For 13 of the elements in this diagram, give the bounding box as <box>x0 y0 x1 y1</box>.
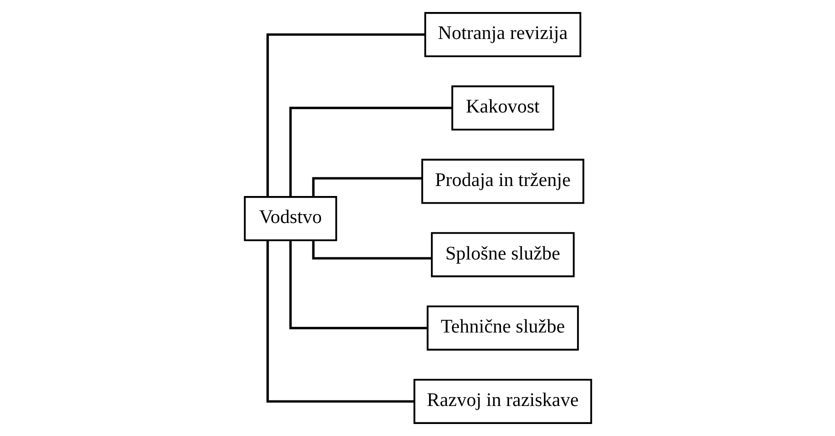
connector <box>312 177 422 197</box>
node-box: Splošne službe <box>430 232 574 278</box>
connector <box>266 240 414 403</box>
node-box: Razvoj in raziskave <box>412 378 592 424</box>
connector <box>312 240 432 260</box>
connector <box>288 240 427 330</box>
connector <box>266 33 425 197</box>
node-box: Prodaja in trženje <box>420 158 584 204</box>
node-box: Notranja revizija <box>424 12 581 58</box>
node-box: Kakovost <box>450 85 554 130</box>
connector <box>288 106 452 197</box>
node-box: Tehnične službe <box>426 306 578 351</box>
node-box: Vodstvo <box>243 196 337 242</box>
